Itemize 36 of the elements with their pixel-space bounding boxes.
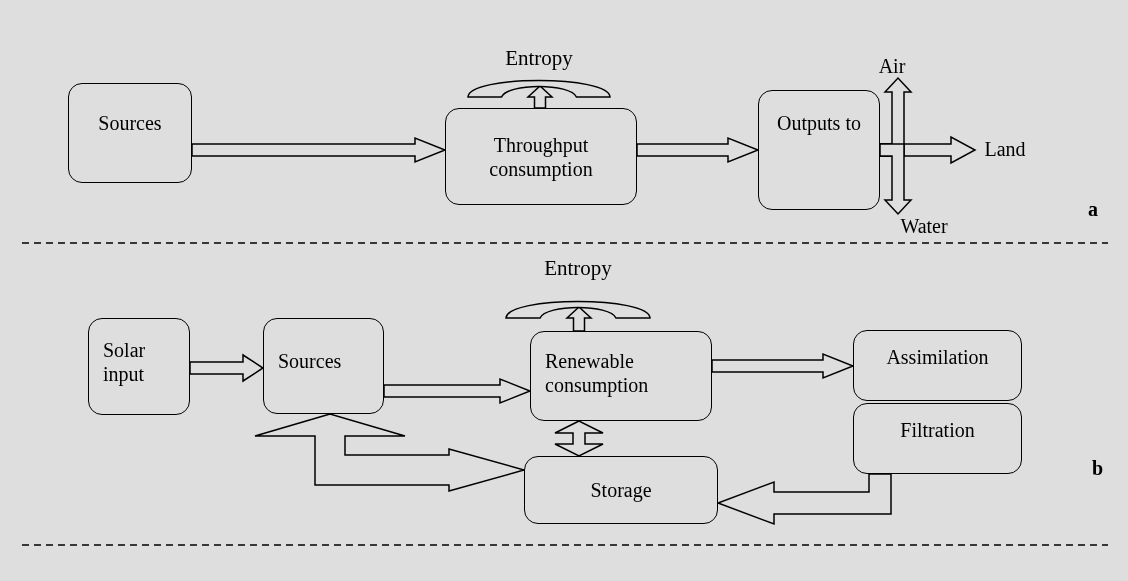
node-label: Assimilation [886,345,989,369]
process-box [524,456,718,524]
process-box [530,331,712,421]
process-box [68,83,192,183]
block-arrow [879,143,913,216]
block-arrow [383,377,532,405]
node-label: Sources [98,111,162,135]
block-arrow [715,473,892,526]
node-label: Solar input [103,337,147,386]
entropy-label: Entropy [544,256,612,282]
block-arrow [526,85,554,109]
output-label: Land [975,137,1035,163]
panel-label: a [1088,198,1098,221]
node-label: Outputs to [777,111,861,135]
block-arrow [189,353,265,383]
node-label: Throughput consumption [488,132,594,181]
process-box [853,403,1022,474]
process-box [445,108,637,205]
block-arrow [565,306,593,332]
block-arrow [711,352,855,380]
panel-label: b [1092,457,1104,480]
process-box [758,90,880,210]
node-label: Filtration [900,418,975,442]
output-label: Air [868,54,916,78]
block-arrow [636,136,760,164]
entropy-label: Entropy [505,46,573,72]
node-label: Renewable consumption [545,349,650,397]
process-box [88,318,190,415]
node-label: Storage [590,478,652,502]
process-box [263,318,384,414]
node-label: Sources [278,349,342,373]
block-arrow [554,420,604,457]
output-label: Water [893,214,955,238]
process-box [853,330,1022,401]
block-arrow [191,136,447,164]
block-arrow [254,413,527,492]
